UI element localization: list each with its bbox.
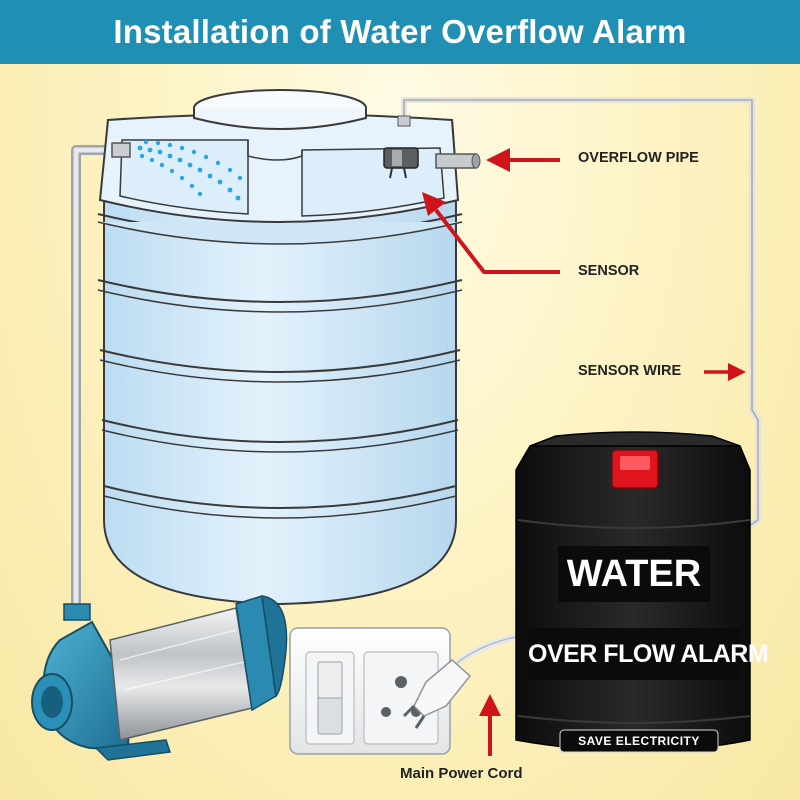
- device-overflow-alarm-label: OVER FLOW ALARM: [528, 640, 769, 668]
- sensor-wire: [401, 97, 761, 531]
- sensor-wire-label: SENSOR WIRE: [578, 363, 682, 379]
- overflow-pipe-arrow: [486, 148, 560, 172]
- sensor-arrow: [422, 192, 560, 274]
- water-pump: [31, 595, 288, 761]
- callout-arrows: [422, 148, 746, 756]
- power-cord-arrow: [479, 694, 501, 756]
- water-tank: [97, 89, 481, 606]
- power-plug: [402, 632, 521, 729]
- page-title: Installation of Water Overflow Alarm: [113, 13, 687, 50]
- device-tagline: SAVE ELECTRICITY: [578, 734, 700, 748]
- overflow-pipe-label: OVERFLOW PIPE: [578, 150, 699, 166]
- sensor-wire-arrow: [704, 363, 746, 381]
- title-banner: [0, 0, 800, 64]
- sensor-label: SENSOR: [578, 263, 640, 279]
- main-power-cord-label: Main Power Cord: [400, 765, 523, 782]
- device-water-label: WATER: [566, 553, 702, 595]
- alarm-device: [515, 431, 751, 753]
- wall-socket: [289, 627, 451, 755]
